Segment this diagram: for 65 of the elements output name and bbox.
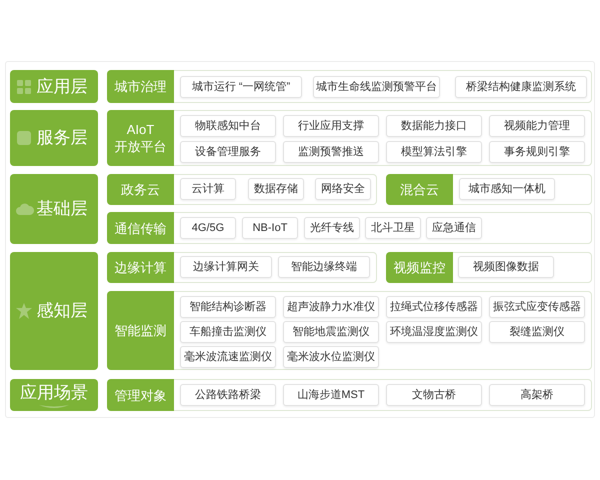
layer-block (10, 174, 98, 244)
group-panel (107, 212, 592, 244)
component-card: 高架桥 (489, 384, 585, 406)
component-card: 网络安全 (315, 178, 371, 200)
component-card: 山海步道MST (283, 384, 379, 406)
group-header: AIoT 开放平台 (107, 110, 174, 166)
component-card: 模型算法引擎 (386, 141, 482, 163)
component-card: 视频能力管理 (489, 115, 585, 137)
component-card: 环境温湿度监测仪 (386, 321, 482, 343)
component-card: 振弦式应变传感器 (489, 296, 585, 318)
component-card: 智能结构诊断器 (180, 296, 276, 318)
component-card: 北斗卫星 (365, 217, 421, 239)
component-card: 智能边缘终端 (278, 256, 370, 278)
component-card: 数据能力接口 (386, 115, 482, 137)
layer-block (10, 379, 98, 411)
component-card: 视频图像数据 (458, 256, 554, 278)
group-header: 混合云 (386, 174, 453, 205)
component-card: 拉绳式位移传感器 (386, 296, 482, 318)
component-card: 城市运行 “一网统管” (180, 76, 302, 98)
group-header: 通信传输 (107, 212, 174, 244)
layer-block (10, 110, 98, 166)
group-header: 边缘计算 (107, 252, 174, 283)
component-card: 文物古桥 (386, 384, 482, 406)
component-card: 行业应用支撑 (283, 115, 379, 137)
component-card: 智能地震监测仪 (283, 321, 379, 343)
group-panel (107, 110, 592, 166)
component-card: NB-IoT (242, 217, 298, 239)
layer-block (10, 252, 98, 370)
group-panel (107, 379, 592, 411)
group-header: 政务云 (107, 174, 174, 205)
group-header: 管理对象 (107, 379, 174, 411)
component-card: 事务规则引擎 (489, 141, 585, 163)
group-panel (107, 291, 592, 370)
component-card: 光纤专线 (304, 217, 360, 239)
layer-title: 感知层 (36, 301, 88, 321)
group-header: 视频监控 (386, 252, 453, 283)
component-card: 4G/5G (180, 217, 236, 239)
component-card: 物联感知中台 (180, 115, 276, 137)
component-card: 城市生命线监测预警平台 (313, 76, 440, 98)
component-card: 应急通信 (426, 217, 482, 239)
component-card: 云计算 (180, 178, 236, 200)
component-card: 毫米波水位监测仪 (283, 346, 379, 368)
component-card: 数据存储 (248, 178, 304, 200)
component-card: 超声波静力水准仪 (283, 296, 379, 318)
component-card: 边缘计算网关 (180, 256, 272, 278)
layer-block (10, 70, 98, 103)
component-card: 毫米波流速监测仪 (180, 346, 276, 368)
group-panel (386, 252, 592, 283)
layer-title: 服务层 (36, 128, 88, 148)
component-card: 监测预警推送 (283, 141, 379, 163)
group-panel (107, 174, 377, 205)
component-card: 裂缝监测仪 (489, 321, 585, 343)
group-panel (386, 174, 592, 205)
layer-title: 应用层 (36, 76, 88, 96)
group-panel (107, 252, 377, 283)
component-card: 车船撞击监测仪 (180, 321, 276, 343)
component-card: 公路铁路桥梁 (180, 384, 276, 406)
group-header: 智能监测 (107, 291, 174, 370)
group-panel (107, 70, 592, 103)
layer-title: 应用场景 (19, 383, 89, 404)
layer-title: 基础层 (36, 199, 88, 219)
component-card: 设备管理服务 (180, 141, 276, 163)
component-card: 城市感知一体机 (459, 178, 555, 200)
group-header: 城市治理 (107, 70, 174, 103)
component-card: 桥梁结构健康监测系统 (455, 76, 587, 98)
